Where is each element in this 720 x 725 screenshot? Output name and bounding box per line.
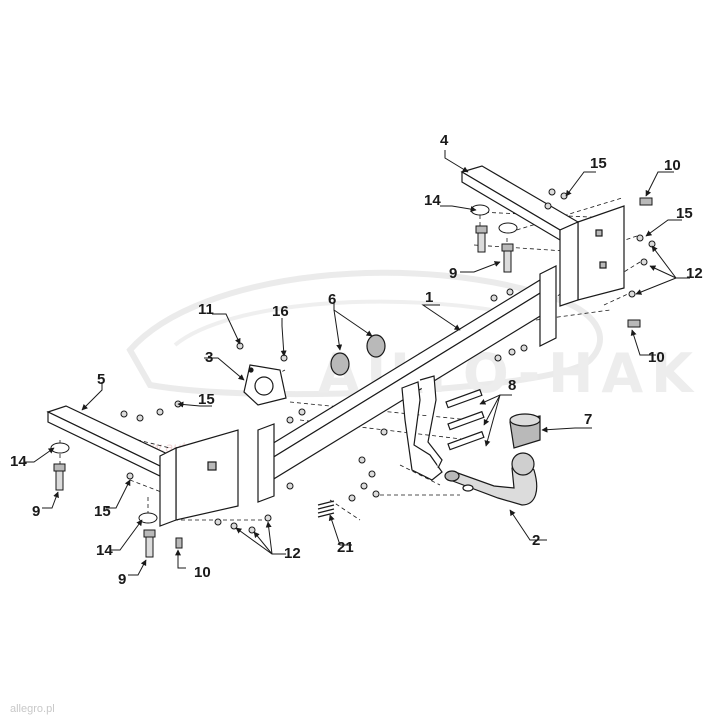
spring [317, 500, 335, 518]
callout-12-bottom: 12 [284, 545, 301, 562]
callout-15-center: 15 [198, 391, 215, 408]
fasteners [50, 188, 656, 558]
callout-5: 5 [97, 371, 105, 388]
callout-21: 21 [337, 539, 354, 556]
callout-7: 7 [584, 411, 592, 428]
socket-plate [243, 364, 287, 406]
tow-ball-assembly [444, 413, 541, 506]
leader-lines [24, 150, 690, 576]
callout-10-bottom: 10 [194, 564, 211, 581]
callout-14-left: 14 [10, 453, 27, 470]
callout-9-left: 9 [32, 503, 40, 520]
callout-10-right: 10 [648, 349, 665, 366]
callout-10-top: 10 [664, 157, 681, 174]
callout-6: 6 [328, 291, 336, 308]
rubber-buffers [330, 334, 386, 376]
callout-3: 3 [205, 349, 213, 366]
callout-9-right: 9 [449, 265, 457, 282]
callout-1: 1 [425, 289, 433, 306]
callout-16: 16 [272, 303, 289, 320]
long-bolts [445, 388, 485, 451]
callout-12-right: 12 [686, 265, 703, 282]
callout-15-bottom: 15 [94, 503, 111, 520]
callout-8: 8 [508, 377, 516, 394]
callout-14-bottom: 14 [96, 542, 113, 559]
allegro-stamp: allegro.pl [10, 703, 55, 715]
callout-15-top: 15 [590, 155, 607, 172]
callout-labels: 1 2 3 4 5 6 7 8 9 9 9 10 10 10 11 12 12 … [10, 132, 703, 588]
callout-15-right: 15 [676, 205, 693, 222]
main-crossbar [257, 265, 557, 503]
callout-4: 4 [440, 132, 449, 149]
left-side-bracket [46, 405, 239, 527]
callout-14-top: 14 [424, 192, 441, 209]
center-mount-plate [401, 375, 443, 481]
callout-11: 11 [198, 301, 214, 318]
right-side-bracket [460, 165, 625, 307]
callout-2: 2 [532, 532, 540, 549]
callout-9-bottom: 9 [118, 571, 126, 588]
